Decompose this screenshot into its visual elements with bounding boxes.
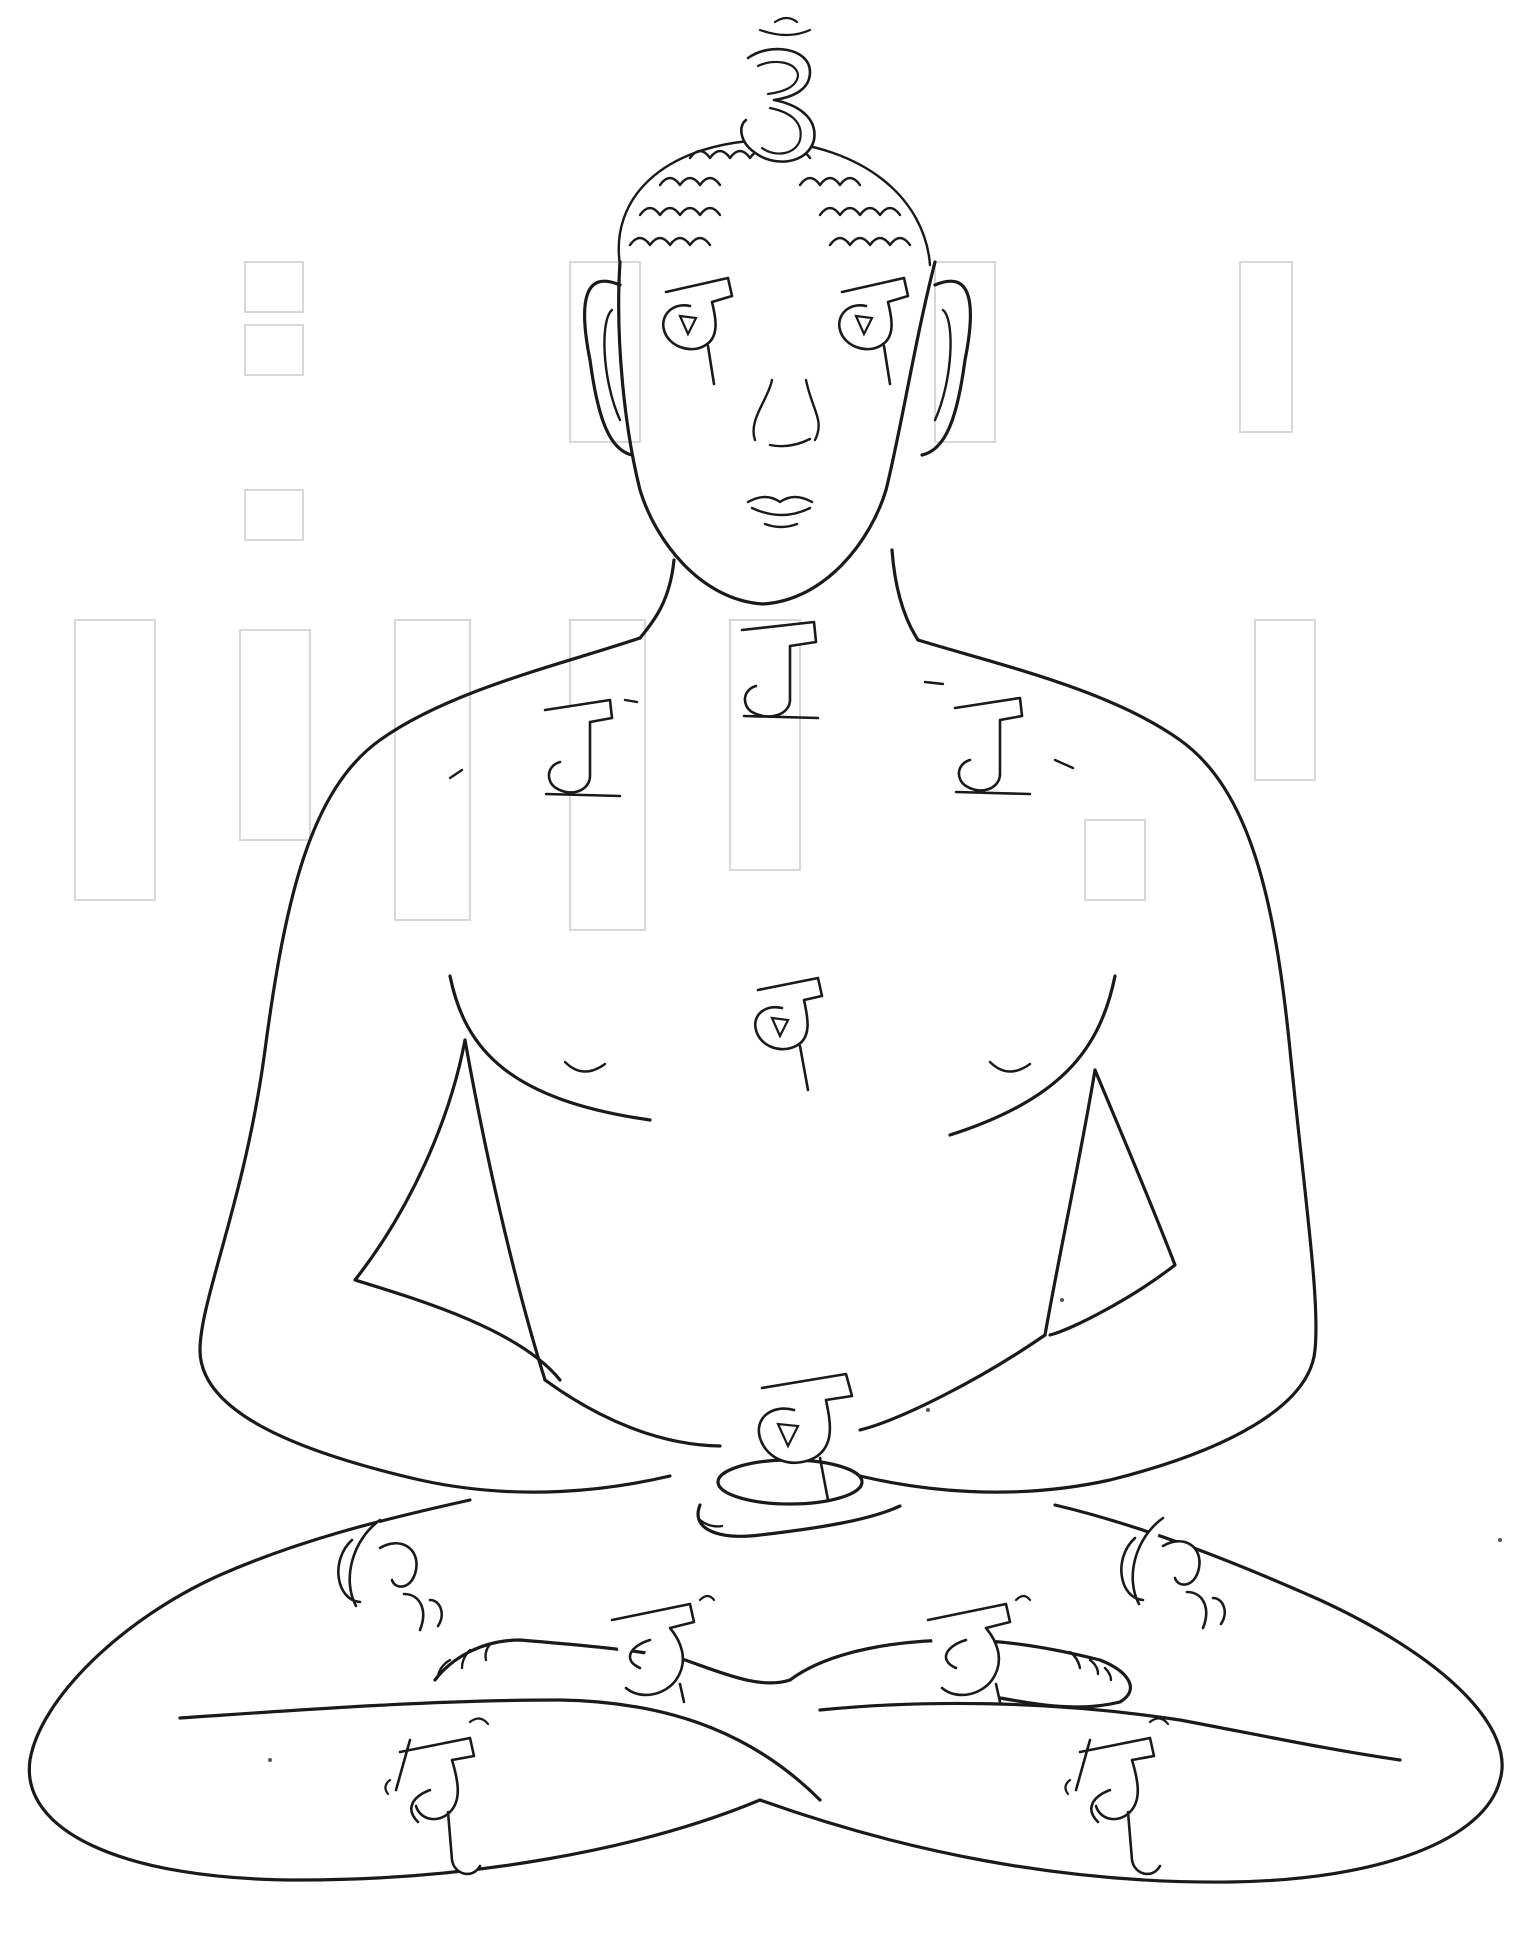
right-shoulder-arm xyxy=(860,640,1316,1492)
left-shoulder-arm xyxy=(200,638,670,1492)
right-hip-syllable-glyph xyxy=(1121,1518,1224,1628)
left-ear xyxy=(585,281,632,455)
left-knee-syllable-glyph xyxy=(612,1596,714,1702)
left-nipple xyxy=(565,1062,605,1072)
heart-syllable-glyph xyxy=(755,978,822,1090)
left-shin-syllable-glyph xyxy=(385,1718,488,1874)
left-shoulder-syllable-glyph xyxy=(545,700,620,796)
right-eye-syllable-glyph xyxy=(839,278,908,384)
right-ear-inner xyxy=(935,310,951,420)
head xyxy=(585,140,971,604)
navel-syllable-glyph xyxy=(759,1374,852,1500)
hair-curl-rows xyxy=(630,151,910,245)
leg-cross-left xyxy=(180,1700,820,1800)
right-shoulder-syllable-glyph xyxy=(955,698,1030,794)
right-shin-syllable-glyph xyxy=(1065,1718,1168,1874)
seed-syllables xyxy=(338,18,1224,1874)
body-outline xyxy=(200,638,1316,1492)
nose xyxy=(754,380,819,446)
throat-syllable-glyph xyxy=(742,622,818,718)
right-knee-syllable-glyph xyxy=(928,1596,1030,1702)
inner-arms xyxy=(355,1040,1175,1446)
right-ear xyxy=(922,281,970,455)
right-nipple xyxy=(990,1062,1030,1072)
left-hip-syllable-glyph xyxy=(338,1520,441,1630)
legs xyxy=(29,1500,1502,1882)
paper-specks xyxy=(268,1298,1502,1762)
crown-syllable-om-glyph xyxy=(741,18,814,162)
hands xyxy=(698,1460,900,1536)
mouth xyxy=(748,497,812,527)
show-through-marks xyxy=(75,262,1315,930)
left-eye-syllable-glyph xyxy=(663,278,732,384)
